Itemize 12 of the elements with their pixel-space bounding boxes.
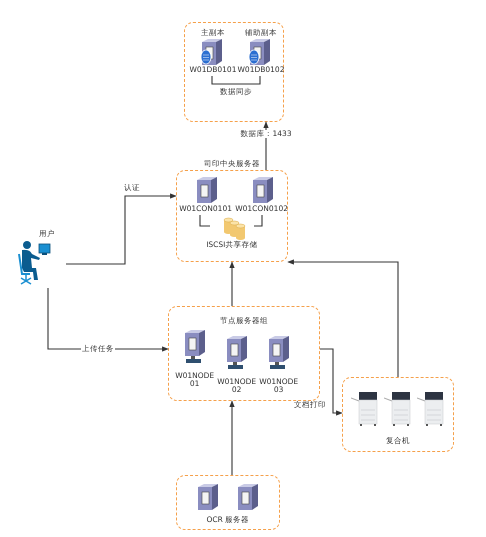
arrow (66, 193, 177, 265)
dashed-group-frame (342, 377, 454, 452)
connector-line (254, 215, 263, 227)
arrow (287, 259, 399, 377)
connector-line (211, 76, 261, 85)
arrow (263, 121, 269, 170)
dashed-group-frame (168, 306, 320, 401)
dashed-group-frame (176, 475, 280, 530)
connector-line (199, 215, 210, 227)
arrow (229, 261, 235, 306)
arrow (320, 348, 343, 416)
arrow (229, 400, 235, 475)
